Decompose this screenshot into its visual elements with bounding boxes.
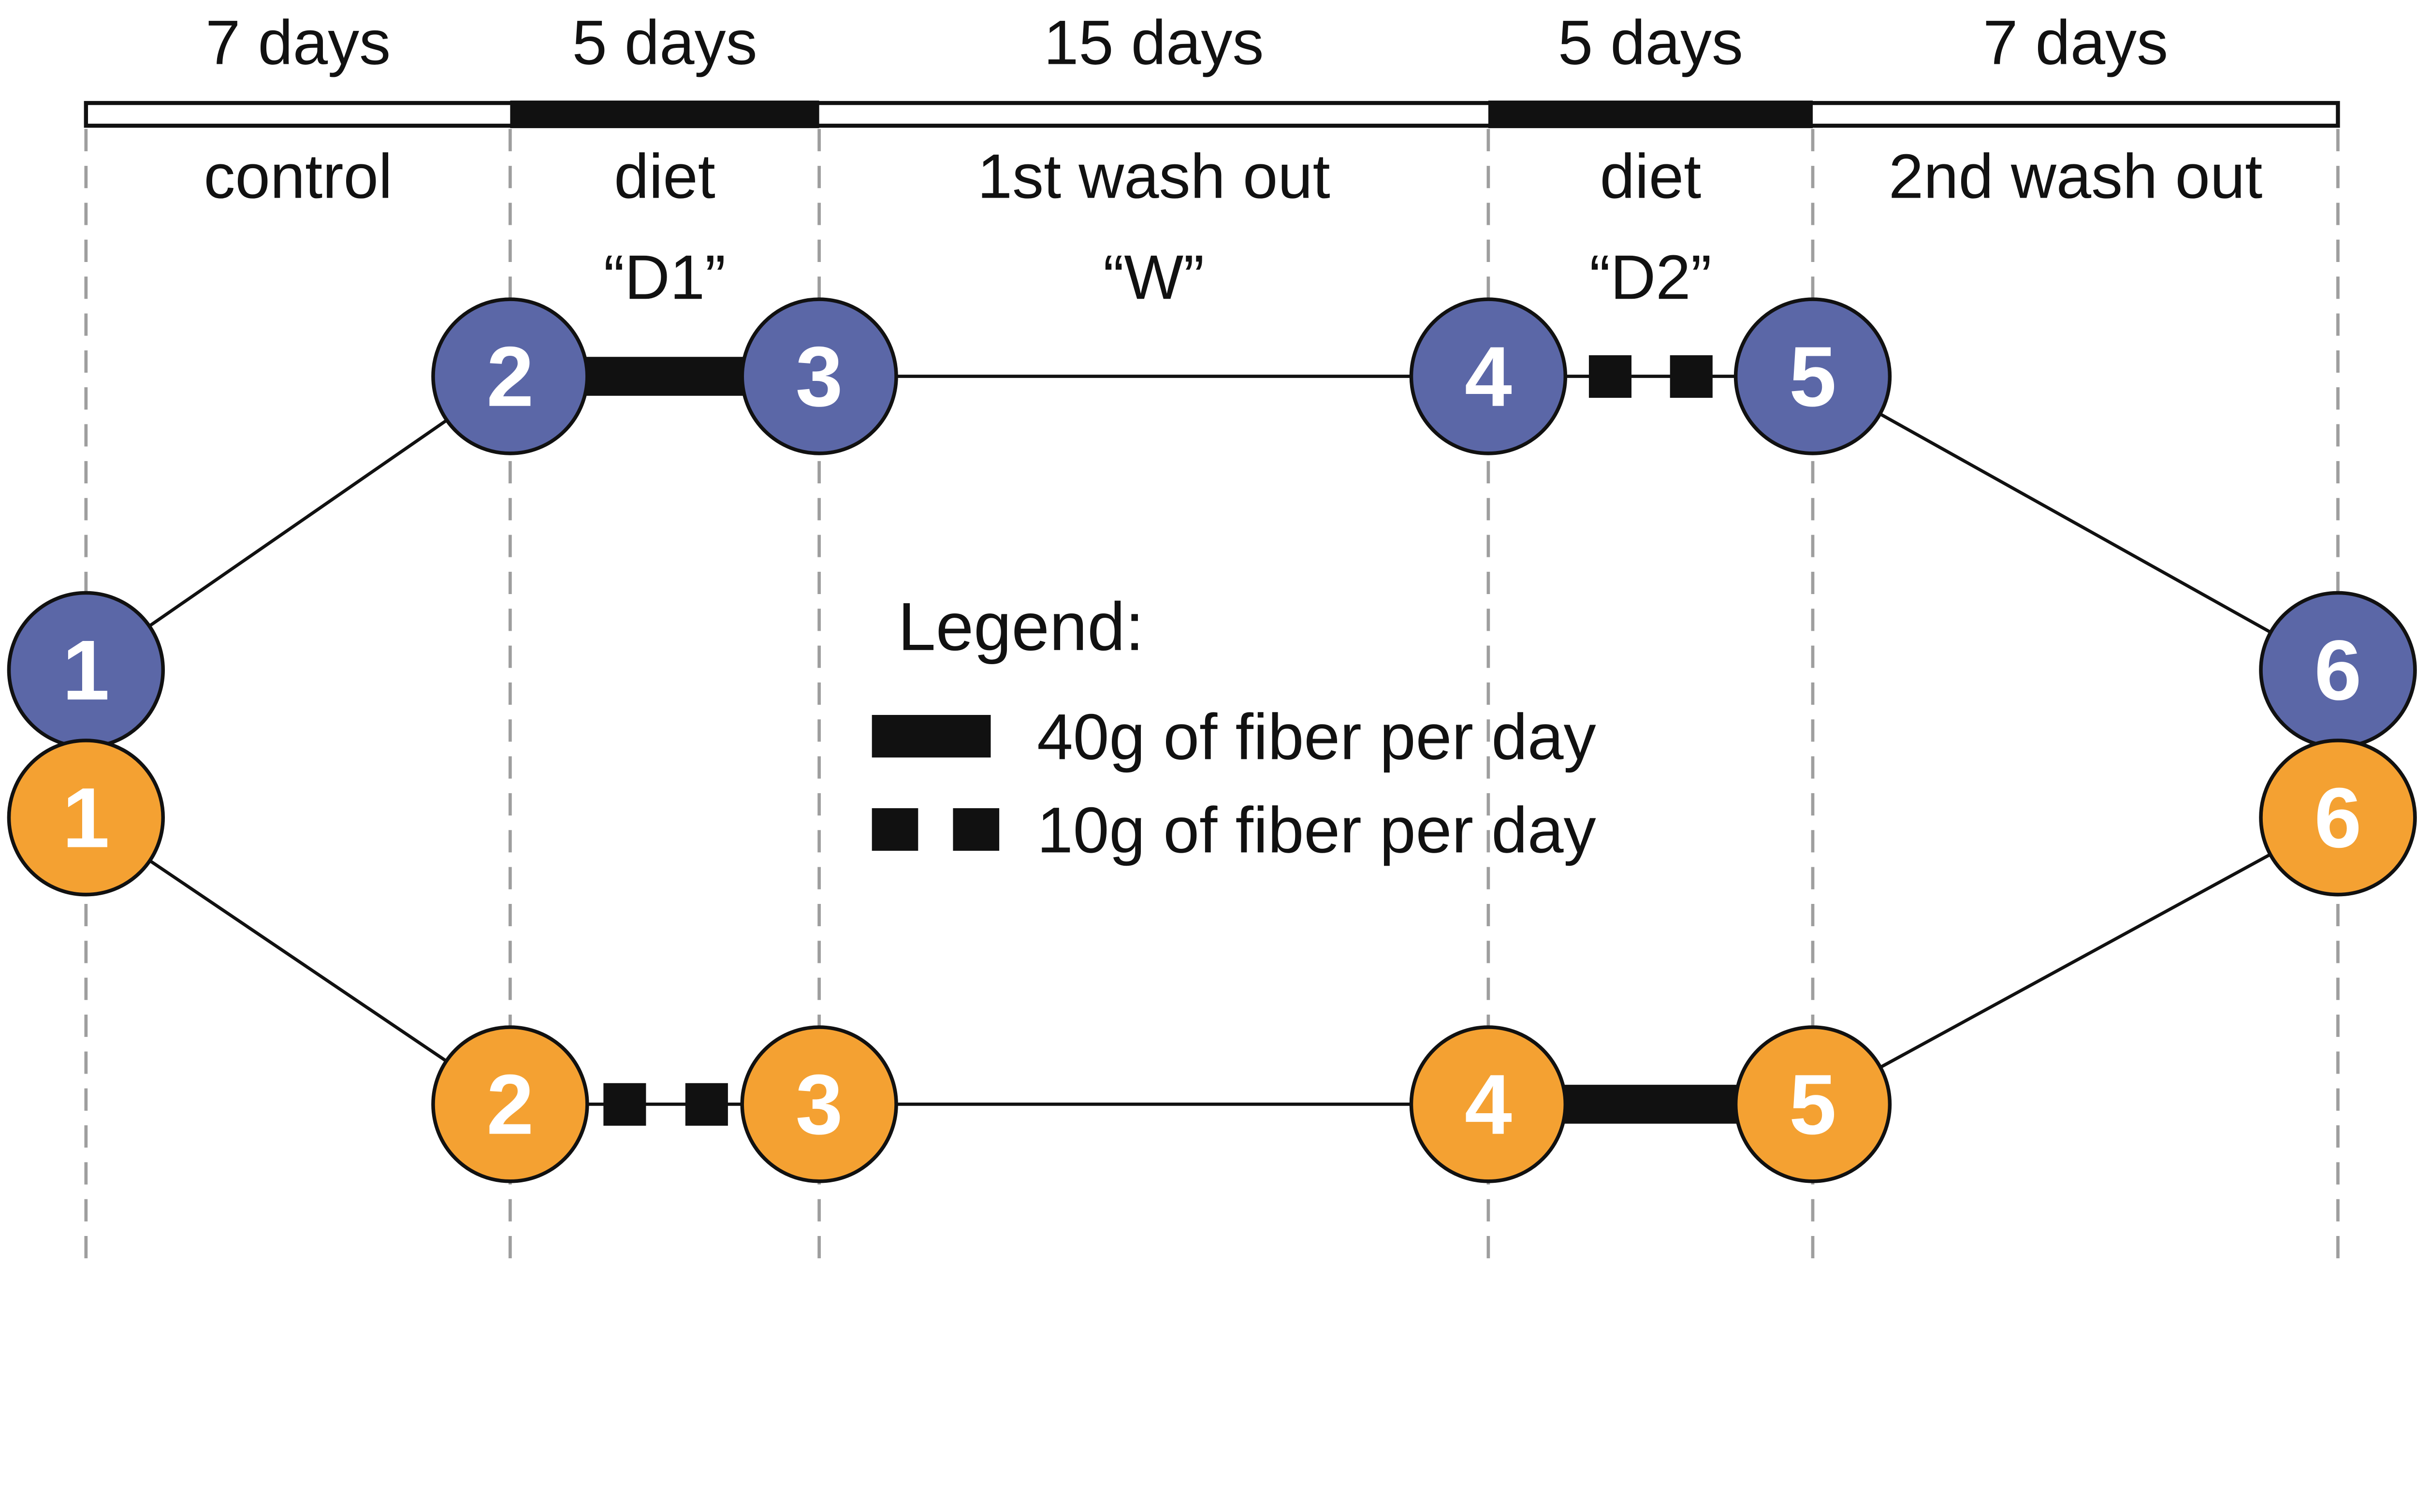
top-node-3-number: 3: [796, 330, 843, 424]
bottom-node-2-circle: [431, 1025, 589, 1183]
legend-10g-square-icon-a: [872, 808, 918, 851]
top-node-5-number: 5: [1789, 330, 1836, 424]
bottom-arm-nodes: 1 2 3 4 5 6: [7, 739, 2417, 1183]
bottom-node-5-circle: [1733, 1025, 1892, 1183]
bottom-node-4: 4: [1409, 1025, 1568, 1183]
bottom-node-2: 2: [431, 1025, 589, 1183]
top-node-1: 1: [7, 591, 165, 749]
bottom-fiber-10g-square-a: [603, 1083, 646, 1126]
duration-label-3: 15 days: [1044, 7, 1264, 78]
bottom-node-4-circle: [1409, 1025, 1568, 1183]
top-node-3: 3: [740, 297, 898, 455]
bottom-edge-1-2: [85, 816, 511, 1106]
figure-background: [0, 0, 2417, 1268]
bottom-fiber-10g-square-b: [685, 1083, 728, 1126]
bottom-node-1-number: 1: [62, 771, 110, 866]
bottom-node-5-number: 5: [1789, 1058, 1836, 1152]
top-fiber-10g-square-a: [1588, 355, 1631, 398]
bottom-node-3-number: 3: [796, 1058, 843, 1152]
top-edge-1-2: [85, 375, 511, 671]
bottom-node-4-number: 4: [1465, 1058, 1512, 1152]
bottom-node-5: 5: [1733, 1025, 1892, 1183]
phase-code-d2: “D2”: [1589, 242, 1712, 312]
duration-label-1: 7 days: [205, 7, 391, 78]
top-node-4-circle: [1409, 297, 1568, 455]
legend-item-10g: 10g of fiber per day: [872, 794, 1596, 866]
duration-label-2: 5 days: [572, 7, 757, 78]
phase-duration-labels: 7 days 5 days 15 days 5 days 7 days: [205, 7, 2168, 78]
top-node-2-number: 2: [486, 330, 534, 424]
bottom-node-6-circle: [2259, 739, 2417, 897]
bottom-node-1-circle: [7, 739, 165, 897]
top-node-1-number: 1: [62, 623, 110, 718]
phase-label-diet2: diet: [1600, 141, 1702, 211]
top-node-5-circle: [1733, 297, 1892, 455]
bottom-node-3-circle: [740, 1025, 898, 1183]
bottom-node-2-number: 2: [486, 1058, 534, 1152]
phase-name-labels: control diet 1st wash out diet 2nd wash …: [204, 141, 2262, 211]
duration-label-4: 5 days: [1558, 7, 1743, 78]
top-node-3-circle: [740, 297, 898, 455]
legend-40g-swatch-icon: [872, 715, 991, 758]
study-design-figure: 7 days 5 days 15 days 5 days 7 days cont…: [0, 0, 2417, 1268]
duration-label-5: 7 days: [1983, 7, 2168, 78]
legend-10g-square-icon-b: [953, 808, 1000, 851]
phase-code-d1: “D1”: [604, 242, 726, 312]
bottom-node-3: 3: [740, 1025, 898, 1183]
top-node-4-number: 4: [1465, 330, 1512, 424]
top-node-6: 6: [2259, 591, 2417, 749]
top-node-5: 5: [1733, 297, 1892, 455]
top-node-6-number: 6: [2314, 623, 2361, 718]
top-node-2: 2: [431, 297, 589, 455]
top-fiber-10g-square-b: [1670, 355, 1713, 398]
legend-40g-label: 40g of fiber per day: [1037, 700, 1596, 773]
top-arm-nodes: 1 2 3 4 5 6: [7, 297, 2417, 749]
timeline-bar: [84, 101, 2340, 129]
legend-heading: Legend:: [898, 588, 1144, 665]
timeline-diet1-segment: [510, 101, 819, 129]
phase-label-diet1: diet: [614, 141, 715, 211]
top-node-2-circle: [431, 297, 589, 455]
phase-label-control: control: [204, 141, 392, 211]
bottom-node-1: 1: [7, 739, 165, 897]
top-edge-5-6: [1812, 375, 2339, 671]
legend: Legend: 40g of fiber per day 10g of fibe…: [872, 588, 1596, 866]
bottom-node-6: 6: [2259, 739, 2417, 897]
bottom-node-6-number: 6: [2314, 771, 2361, 866]
phase-label-washout2: 2nd wash out: [1889, 141, 2262, 211]
study-design-diagram: 7 days 5 days 15 days 5 days 7 days cont…: [0, 0, 2417, 1268]
legend-item-40g: 40g of fiber per day: [872, 700, 1596, 773]
phase-code-labels: “D1” “W” “D2”: [604, 242, 1712, 312]
phase-code-w: “W”: [1103, 242, 1204, 312]
timeline-bar-track: [84, 101, 2340, 128]
legend-10g-label: 10g of fiber per day: [1037, 794, 1596, 866]
timeline-diet2-segment: [1488, 101, 1813, 129]
bottom-edge-5-6: [1812, 816, 2339, 1106]
phase-label-washout1: 1st wash out: [977, 141, 1330, 211]
top-node-4: 4: [1409, 297, 1568, 455]
